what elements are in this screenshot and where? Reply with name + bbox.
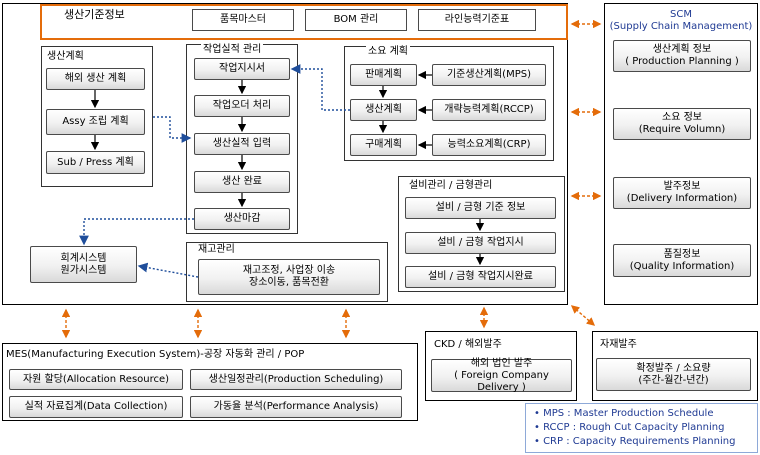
equip-base-info[interactable]: 설비 / 금형 기준 정보 [405,197,556,219]
req-purchase-plan[interactable]: 구매계획 [350,134,417,156]
ckd-line-1: 해외 법인 발주 [470,357,533,369]
plan-sub-press[interactable]: Sub / Press 계획 [46,151,145,174]
accounting-line-1: 회계시스템 [60,252,107,264]
equip-work-order[interactable]: 설비 / 금형 작업지시 [405,232,556,254]
material-order-title: 자재발주 [600,339,637,350]
scm-item-1-line-2: ( Production Planning ) [625,56,739,67]
scm-title-line-1: SCM [670,9,692,20]
scm-item-3-line-2: (Delivery Information) [626,193,738,204]
production-result-input[interactable]: 생산실적 입력 [194,133,290,155]
scm-quality-information[interactable]: 품질정보 (Quality Information) [613,244,751,277]
req-rccp[interactable]: 개략능력계획(RCCP) [432,99,546,121]
material-line-1: 확정발주 / 소요량 [636,362,711,374]
legend-crp: • CRP : Capacity Requirements Planning [534,436,736,447]
dotted-connectors [79,64,350,278]
equipment-title: 설비관리 / 금형관리 [409,180,493,191]
work-order-sheet[interactable]: 작업지시서 [194,58,290,80]
production-complete[interactable]: 생산 완료 [194,171,290,193]
ckd-line-2: ( Foreign Company Delivery ) [454,369,549,393]
production-closing[interactable]: 생산마감 [194,208,290,230]
mes-data-collection[interactable]: 실적 자료집계(Data Collection) [9,396,183,418]
scm-production-planning[interactable]: 생산계획 정보 ( Production Planning ) [613,40,751,72]
abbreviation-legend: • MPS : Master Production Schedule • RCC… [525,403,758,453]
scm-item-1-line-1: 생산계획 정보 [652,44,712,55]
master-item-line-capacity[interactable]: 라인능력기준표 [418,9,536,31]
master-item-part[interactable]: 품목마스터 [192,9,294,31]
mes-allocation-resource[interactable]: 자원 할당(Allocation Resource) [9,369,183,390]
requirement-plan-title: 소요 계획 [366,46,410,58]
scm-item-4-line-2: (Quality Information) [629,260,735,272]
master-data-title: 생산기준정보 [64,8,125,21]
scm-require-volume[interactable]: 소요 정보 (Require Volumn) [613,108,751,140]
accounting-system[interactable]: 회계시스템 원가시스템 [30,246,137,283]
plan-overseas[interactable]: 해외 생산 계획 [46,68,145,90]
mes-title: MES(Manufacturing Execution System)-공장 자… [6,349,305,360]
req-crp[interactable]: 능력소요계획(CRP) [432,134,546,156]
legend-rccp: • RCCP : Rough Cut Capacity Planning [534,422,725,433]
material-line-2: (주간-월간-년간) [638,374,709,386]
scm-delivery-information[interactable]: 발주정보 (Delivery Information) [613,177,751,209]
inventory-title: 재고관리 [198,244,235,255]
material-confirmed-order[interactable]: 확정발주 / 소요량 (주간-월간-년간) [596,358,751,391]
scm-title: SCM (Supply Chain Management) [604,7,758,35]
scm-item-2-line-1: 소요 정보 [662,112,702,123]
mes-production-scheduling[interactable]: 생산일정관리(Production Scheduling) [190,369,402,390]
req-sales-plan[interactable]: 판매계획 [350,64,417,86]
req-production-plan[interactable]: 생산계획 [350,99,417,121]
ckd-title: CKD / 해외발주 [434,339,502,350]
scm-item-4-line-1: 품질정보 [663,248,701,260]
ckd-foreign-delivery[interactable]: 해외 법인 발주 ( Foreign Company Delivery ) [431,357,572,393]
work-order-processing[interactable]: 작업오더 처리 [194,95,290,117]
scm-item-2-line-2: (Require Volumn) [638,124,726,135]
master-item-bom[interactable]: BOM 관리 [305,9,407,31]
inventory-line-2: 장소이동, 품목전환 [249,277,329,288]
equip-work-complete[interactable]: 설비 / 금형 작업지시완료 [405,266,556,288]
orange-link-arrows [61,19,602,339]
req-mps[interactable]: 기준생산계획(MPS) [432,64,546,86]
mes-performance-analysis[interactable]: 가동율 분석(Performance Analysis) [190,396,402,418]
scm-item-3-line-1: 발주정보 [663,181,701,192]
legend-mps: • MPS : Master Production Schedule [534,408,714,419]
requirement-flow-arrows [378,70,432,150]
production-plan-title: 생산계획 [47,51,84,62]
work-result-title: 작업실적 관리 [201,44,264,56]
inventory-line-1: 재고조정, 사업장 이송 [242,265,336,276]
accounting-line-2: 원가시스템 [60,264,107,276]
plan-assy[interactable]: Assy 조립 계획 [46,109,145,135]
scm-title-line-2: (Supply Chain Management) [609,21,753,32]
inventory-actions[interactable]: 재고조정, 사업장 이송 장소이동, 품목전환 [198,259,380,295]
